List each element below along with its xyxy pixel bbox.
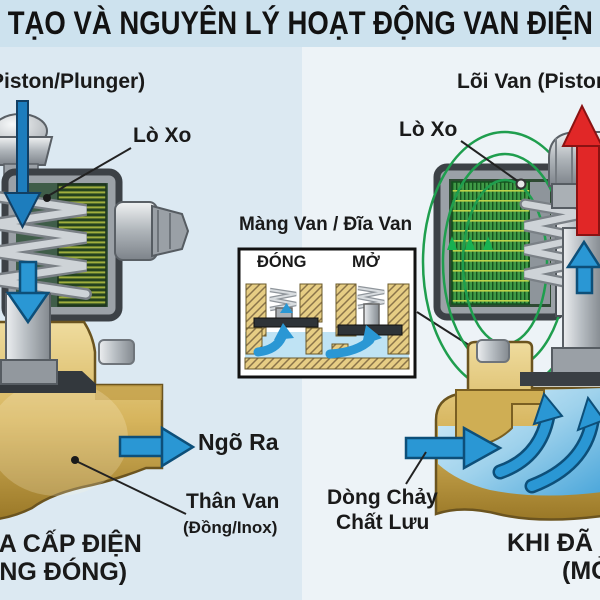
caption-right-line2: (MỞ — [562, 557, 600, 585]
left-spring — [0, 193, 90, 298]
right-gland-bar — [520, 372, 600, 386]
inset-label-closed: ĐÓNG — [257, 253, 307, 271]
label-flow-line1: Dòng Chảy — [327, 486, 438, 509]
label-piston-plunger: Piston/Plunger) — [0, 70, 146, 93]
field-arrowheads-icon — [447, 236, 493, 250]
inlet-arrow-icon — [404, 425, 503, 471]
caption-left-line2: ỜNG ĐÓNG) — [0, 558, 128, 586]
inset-heading: Màng Van / Đĩa Van — [239, 214, 413, 235]
left-plunger-collar — [0, 359, 58, 385]
flow-curved-arrows-icon — [492, 391, 600, 494]
inset-label-open: MỞ — [352, 253, 380, 271]
inset-open-flow-arrow-icon — [362, 325, 382, 345]
outlet-arrow-icon — [118, 425, 196, 469]
title-bar: TẠO VÀ NGUYÊN LÝ HOẠT ĐỘNG VAN ĐIỆN T — [0, 0, 600, 47]
left-body-highlight — [0, 380, 128, 496]
inset-open-unit — [325, 283, 410, 359]
label-spring-left: Lò Xo — [133, 124, 192, 147]
up-arrow-red-icon — [561, 103, 600, 236]
page-title: TẠO VÀ NGUYÊN LÝ HOẠT ĐỘNG VAN ĐIỆN T — [7, 5, 600, 41]
label-outlet: Ngõ Ra — [198, 429, 279, 455]
right-valve — [404, 103, 600, 521]
plunger-down-arrow-icon — [5, 260, 51, 325]
label-valve-body: Thân Van — [186, 490, 280, 513]
label-valve-body-material: (Đồng/Inox) — [183, 518, 278, 537]
right-plunger-collar — [551, 347, 600, 375]
inset-closed-flow-arrow-icon — [274, 323, 294, 340]
caption-right-line1: KHI ĐÃ CẤ — [507, 529, 600, 557]
right-body-stud-icon — [476, 339, 510, 363]
left-cable-gland-icon — [114, 201, 190, 261]
inset-closed-mini-arrow-icon — [280, 303, 293, 313]
caption-left-line1: ƯA CẤP ĐIỆN — [0, 530, 142, 558]
valve-body-pointer — [71, 456, 187, 515]
right-spring-pointer — [460, 140, 527, 190]
inset-closed-unit — [245, 283, 323, 357]
label-spring-right: Lò Xo — [399, 118, 458, 141]
label-flow-line2: Chất Lưu — [336, 511, 430, 534]
left-outlet-bore — [95, 385, 162, 400]
flow-label-pointer — [405, 451, 427, 485]
left-spring-pointer — [43, 147, 132, 202]
right-spring — [521, 200, 587, 290]
inset-diagram — [237, 247, 533, 389]
down-arrow-icon — [3, 100, 42, 230]
plunger-up-arrow-icon — [565, 239, 600, 295]
left-valve — [0, 100, 196, 520]
left-body-stud-icon — [98, 339, 135, 365]
inset-floor — [244, 357, 410, 370]
label-valve-core: Lõi Van (Piston — [457, 70, 600, 93]
